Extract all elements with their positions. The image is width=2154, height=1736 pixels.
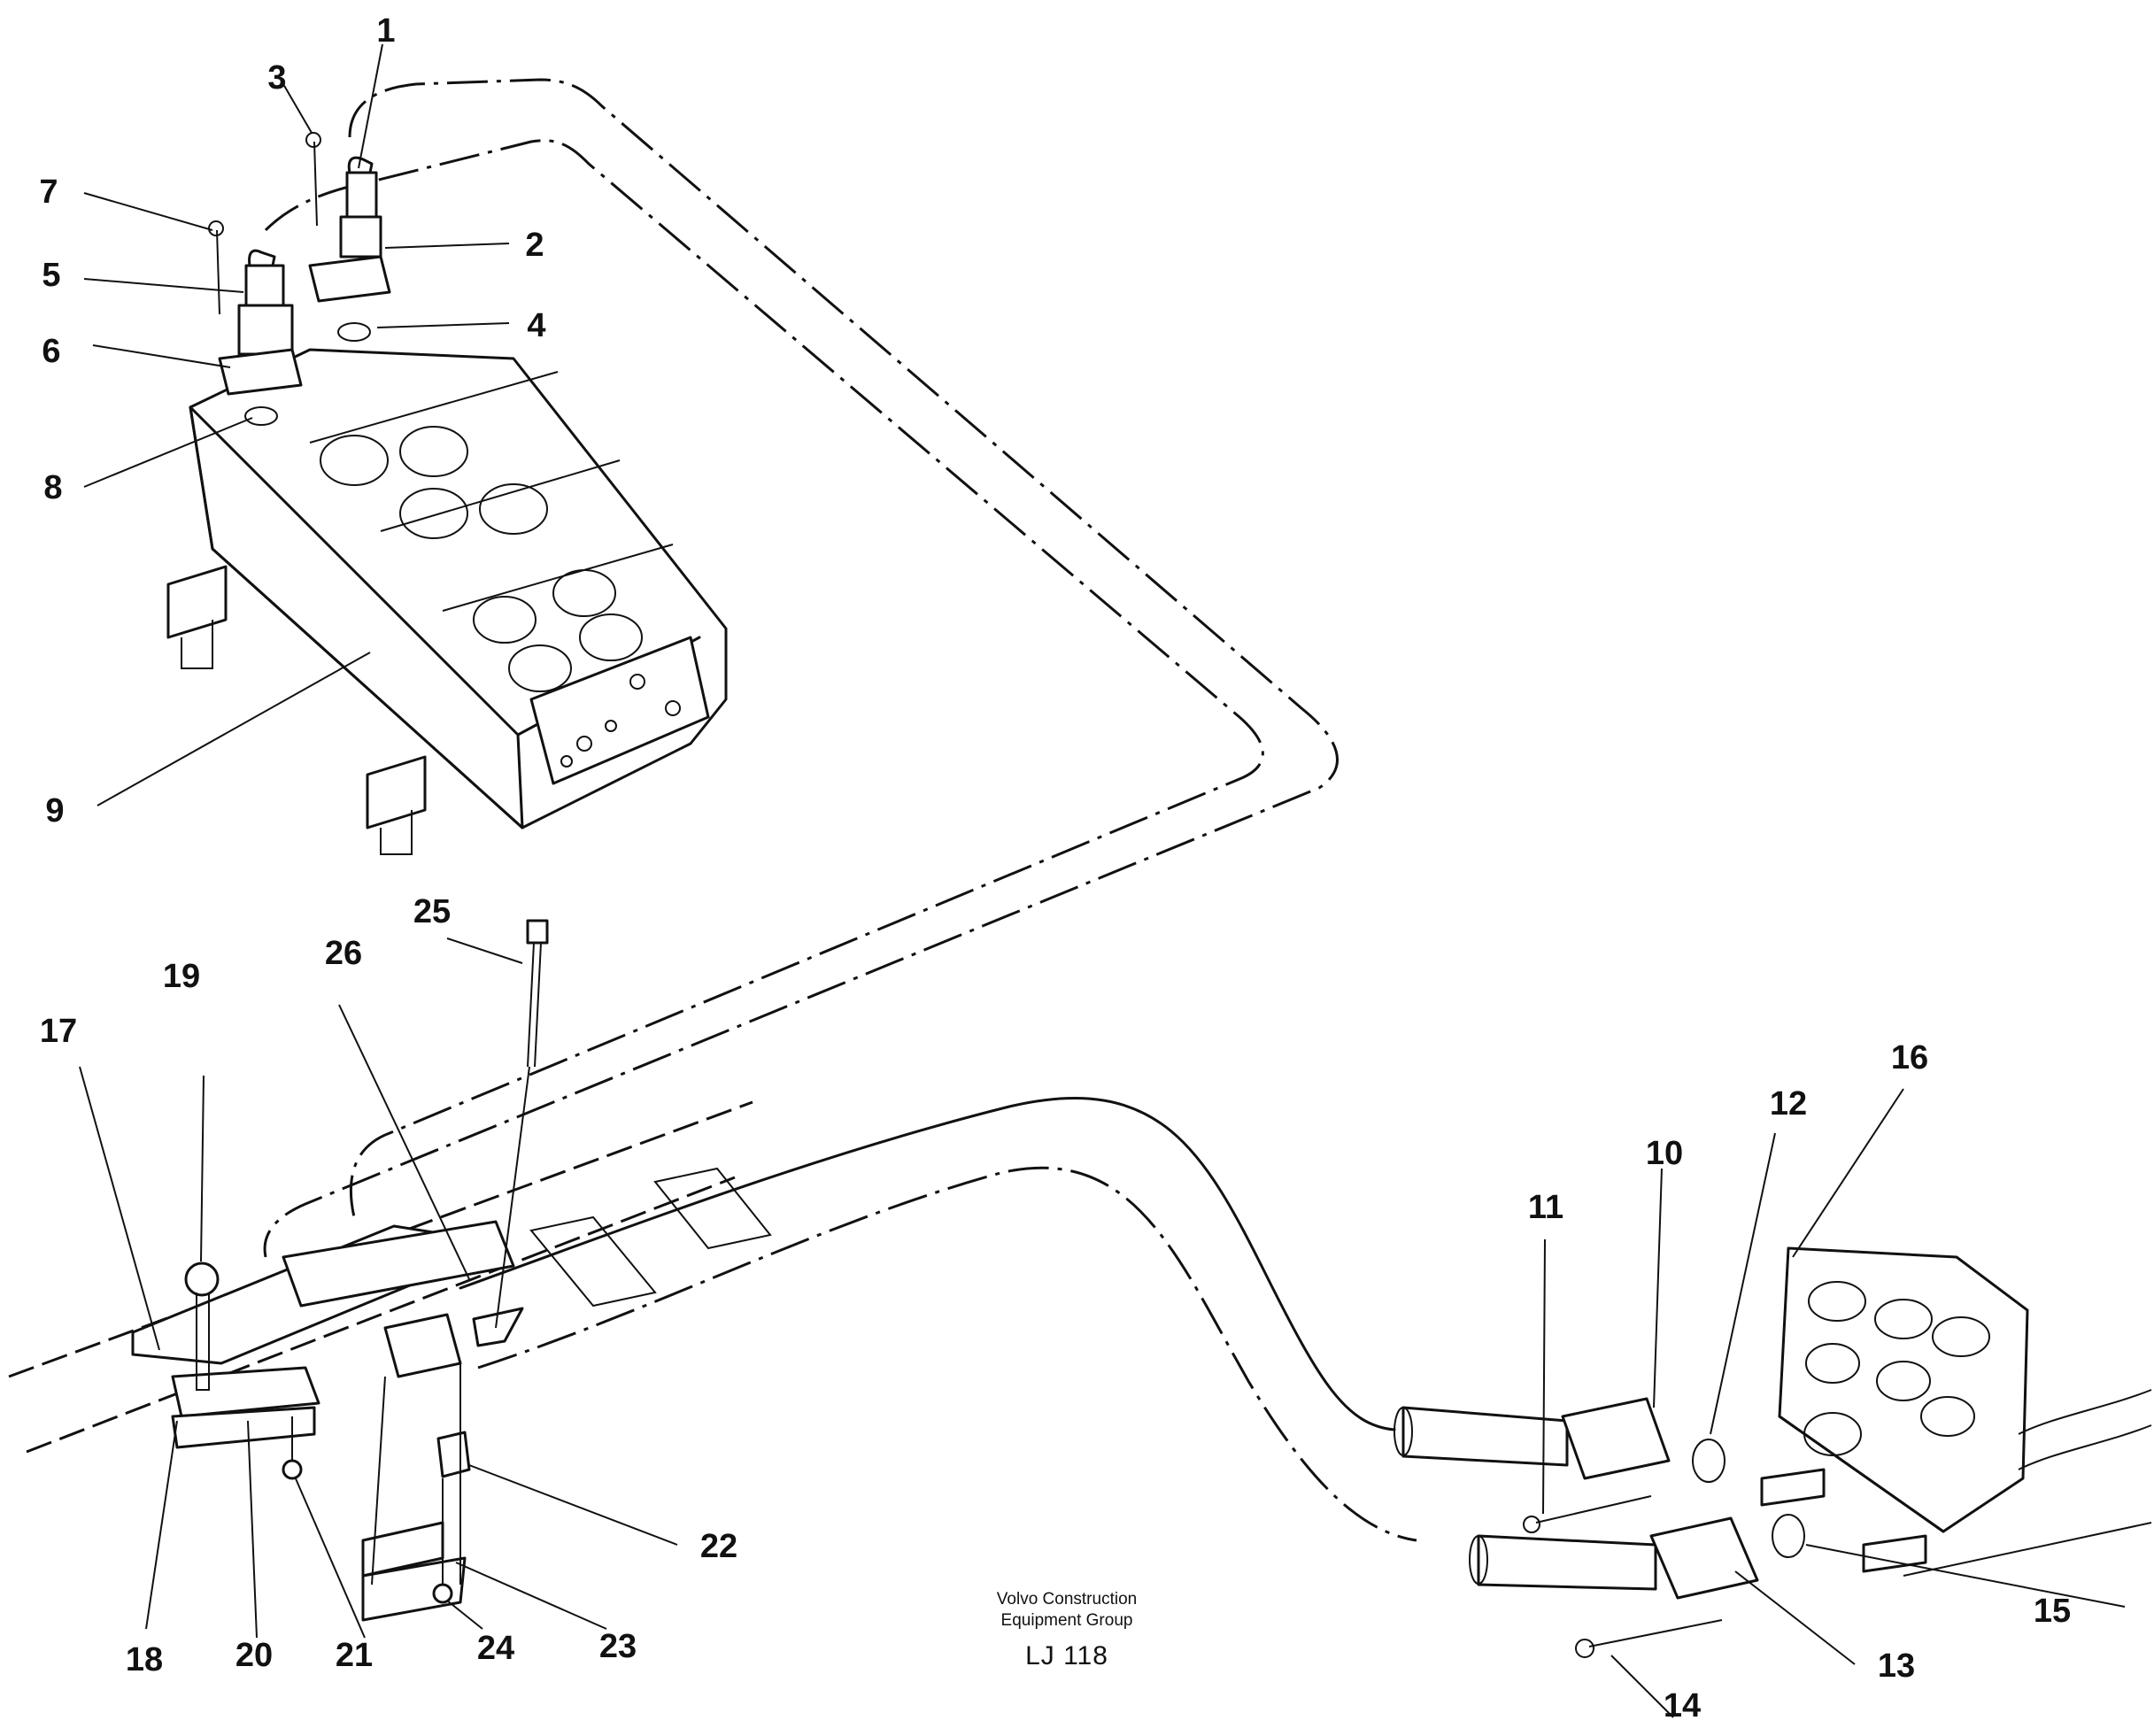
- callout-20: 20: [235, 1637, 274, 1674]
- callout-13: 13: [1877, 1647, 1916, 1685]
- callout-19: 19: [162, 958, 201, 995]
- callout-2: 2: [525, 227, 544, 264]
- bolts-11-14: [1523, 1495, 1723, 1658]
- main-hose-pair: [459, 1097, 1417, 1542]
- credit-line-1: Volvo Construction: [996, 1590, 1138, 1609]
- screws-3-7: [208, 132, 321, 315]
- leader-lines: [79, 43, 2126, 1718]
- manufacturer-credit: Volvo Construction Equipment Group LJ 11…: [997, 1589, 1137, 1674]
- callout-21: 21: [335, 1637, 374, 1674]
- callout-18: 18: [125, 1641, 164, 1678]
- o-rings: [1692, 1439, 1805, 1558]
- hose-end-lower: [1469, 1516, 1759, 1600]
- callout-6: 6: [42, 333, 61, 370]
- callout-17: 17: [39, 1013, 78, 1050]
- callout-5: 5: [42, 257, 61, 294]
- callout-1: 1: [376, 12, 396, 50]
- callout-11: 11: [1527, 1189, 1564, 1226]
- clamp-assembly: [131, 919, 549, 1622]
- hose-loop-outer: [263, 78, 1339, 1258]
- callout-23: 23: [598, 1628, 637, 1665]
- hose-end-upper: [1394, 1397, 1671, 1480]
- callout-10: 10: [1645, 1135, 1684, 1172]
- callout-14: 14: [1663, 1687, 1702, 1724]
- callout-26: 26: [324, 935, 363, 972]
- callout-8: 8: [43, 469, 63, 506]
- callout-4: 4: [527, 307, 546, 344]
- control-valve-block: [166, 348, 728, 855]
- callout-15: 15: [2033, 1593, 2072, 1630]
- callout-24: 24: [476, 1630, 515, 1667]
- callout-7: 7: [39, 174, 58, 211]
- servo-valve-left: [218, 249, 303, 426]
- callout-25: 25: [413, 893, 452, 930]
- callout-3: 3: [267, 59, 287, 96]
- credit-line-2: Equipment Group: [1000, 1611, 1133, 1630]
- callout-16: 16: [1890, 1039, 1929, 1076]
- servo-valve-right: [308, 156, 391, 342]
- callout-9: 9: [45, 792, 65, 829]
- callout-22: 22: [699, 1528, 738, 1565]
- callout-12: 12: [1769, 1085, 1808, 1123]
- main-valve: [1760, 1246, 2152, 1577]
- figure-code: LJ 118: [1025, 1641, 1108, 1670]
